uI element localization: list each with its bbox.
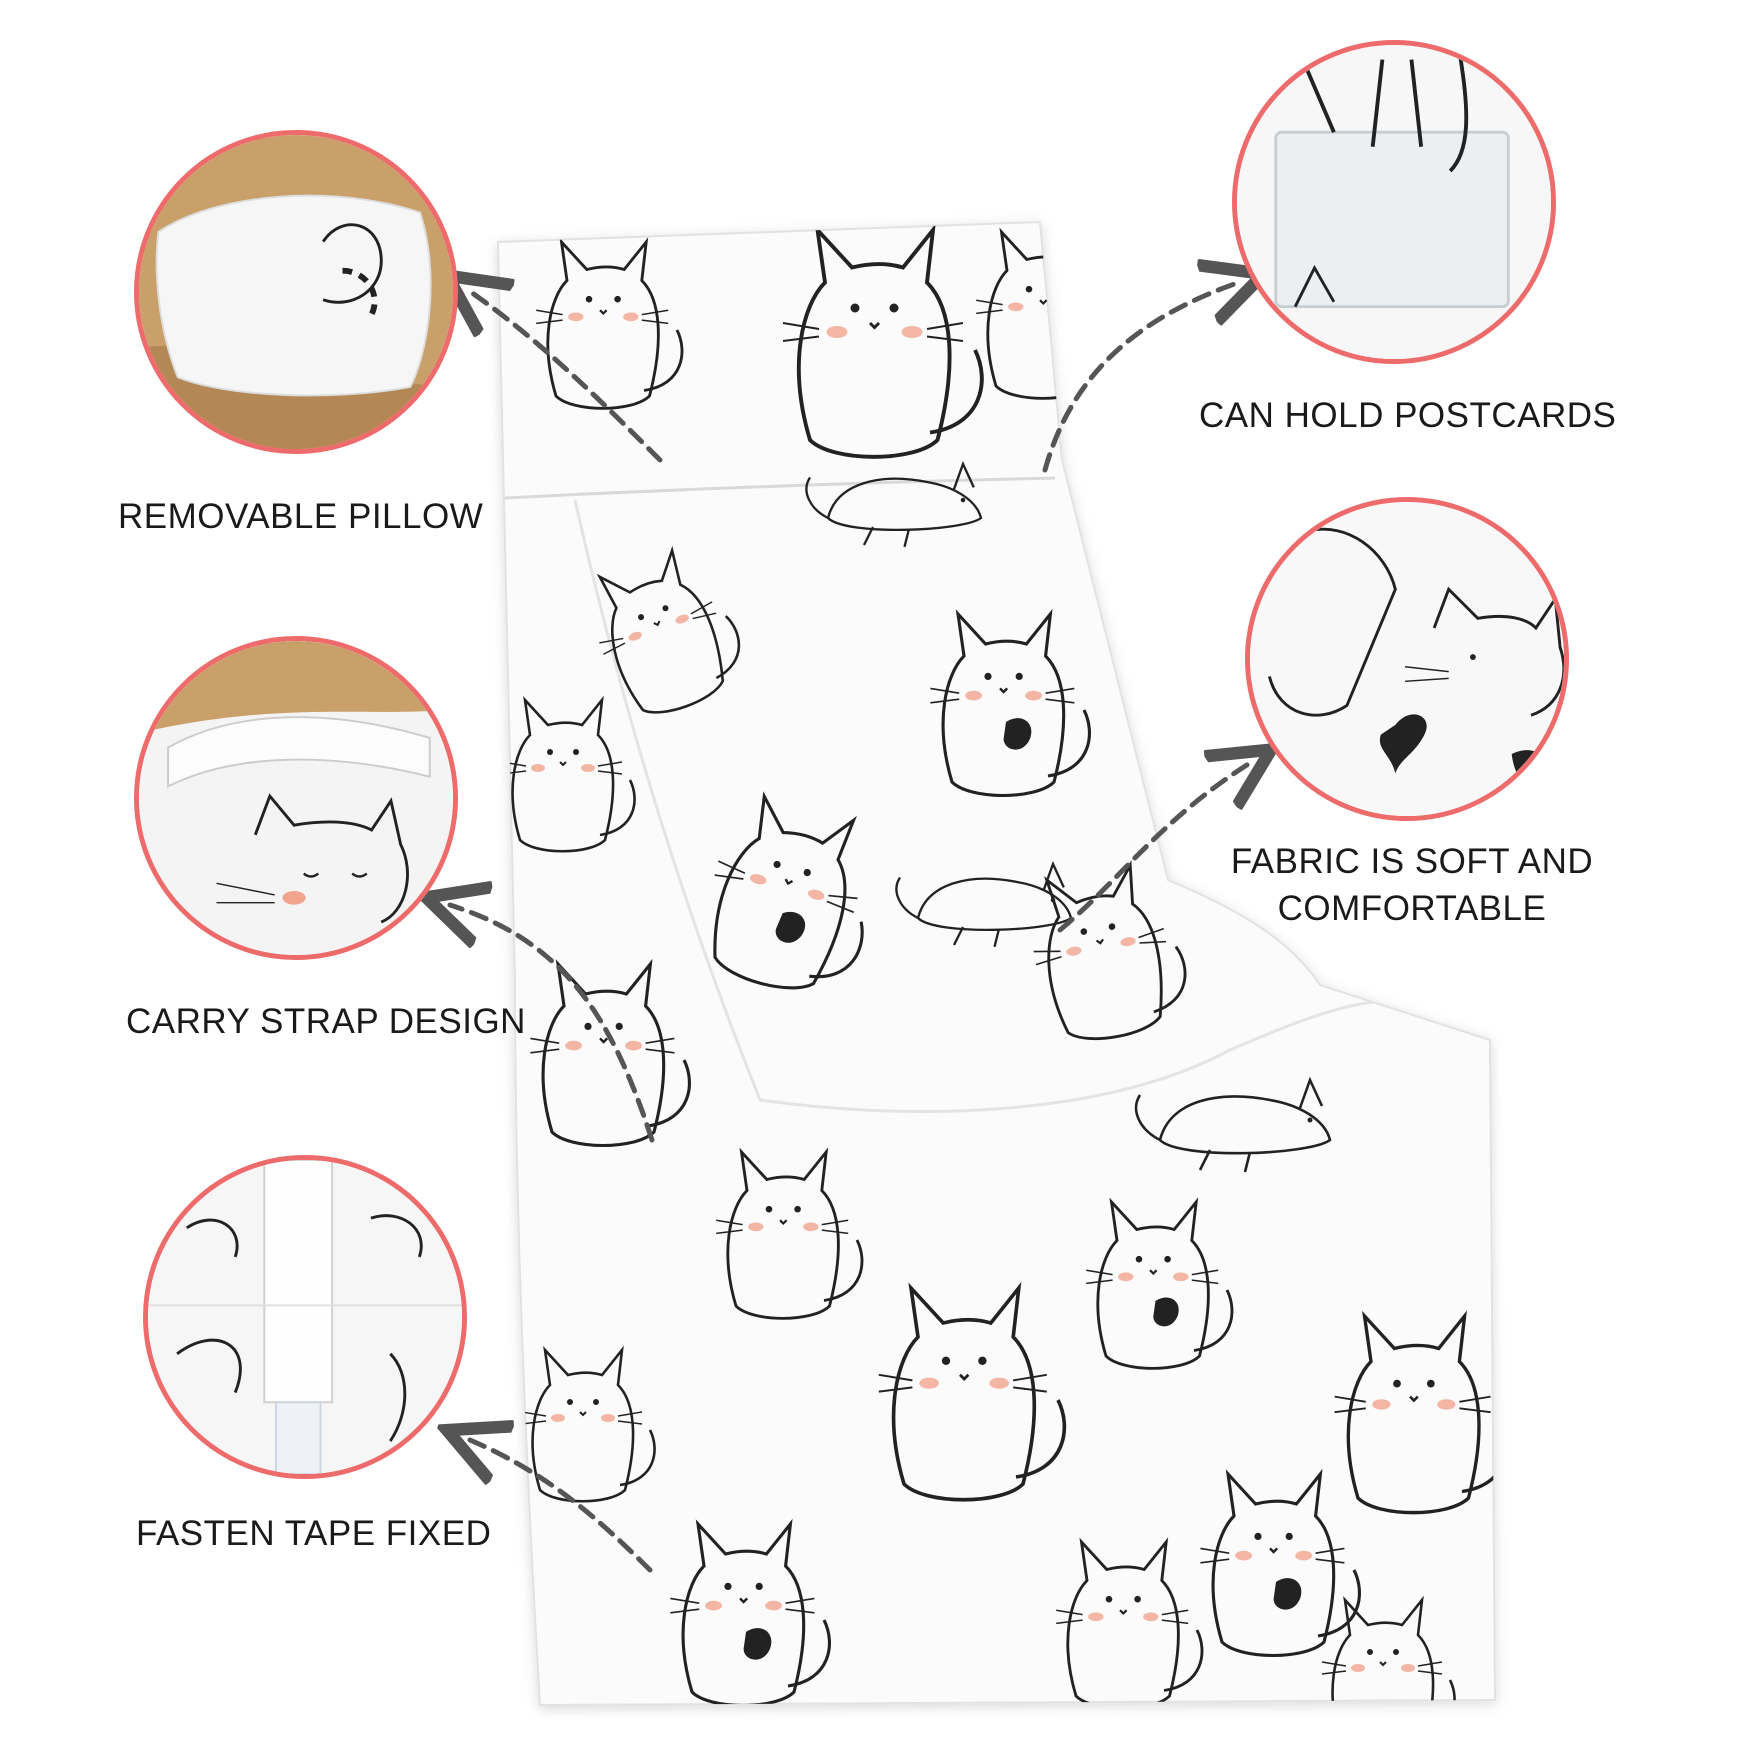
strap-closeup-image — [139, 641, 453, 955]
label-removable-pillow: REMOVABLE PILLOW — [118, 497, 484, 536]
callout-fabric — [1245, 497, 1569, 821]
label-fabric-line1: FABRIC IS SOFT AND — [1230, 842, 1594, 881]
callout-removable-pillow — [134, 130, 458, 454]
fasten-tape-closeup-image — [148, 1160, 462, 1474]
label-carry-strap: CARRY STRAP DESIGN — [126, 1002, 526, 1041]
pillow-closeup-image — [139, 135, 453, 449]
callout-carry-strap — [134, 636, 458, 960]
label-fabric: FABRIC IS SOFT AND COMFORTABLE — [1222, 838, 1602, 933]
label-fasten-tape: FASTEN TAPE FIXED — [136, 1514, 492, 1553]
label-postcards: CAN HOLD POSTCARDS — [1199, 396, 1617, 435]
fabric-closeup-image — [1250, 502, 1564, 816]
label-fabric-line2: COMFORTABLE — [1277, 889, 1547, 929]
callout-postcards — [1232, 40, 1556, 364]
callout-fasten-tape — [143, 1155, 467, 1479]
postcard-pocket-closeup-image — [1237, 45, 1551, 359]
